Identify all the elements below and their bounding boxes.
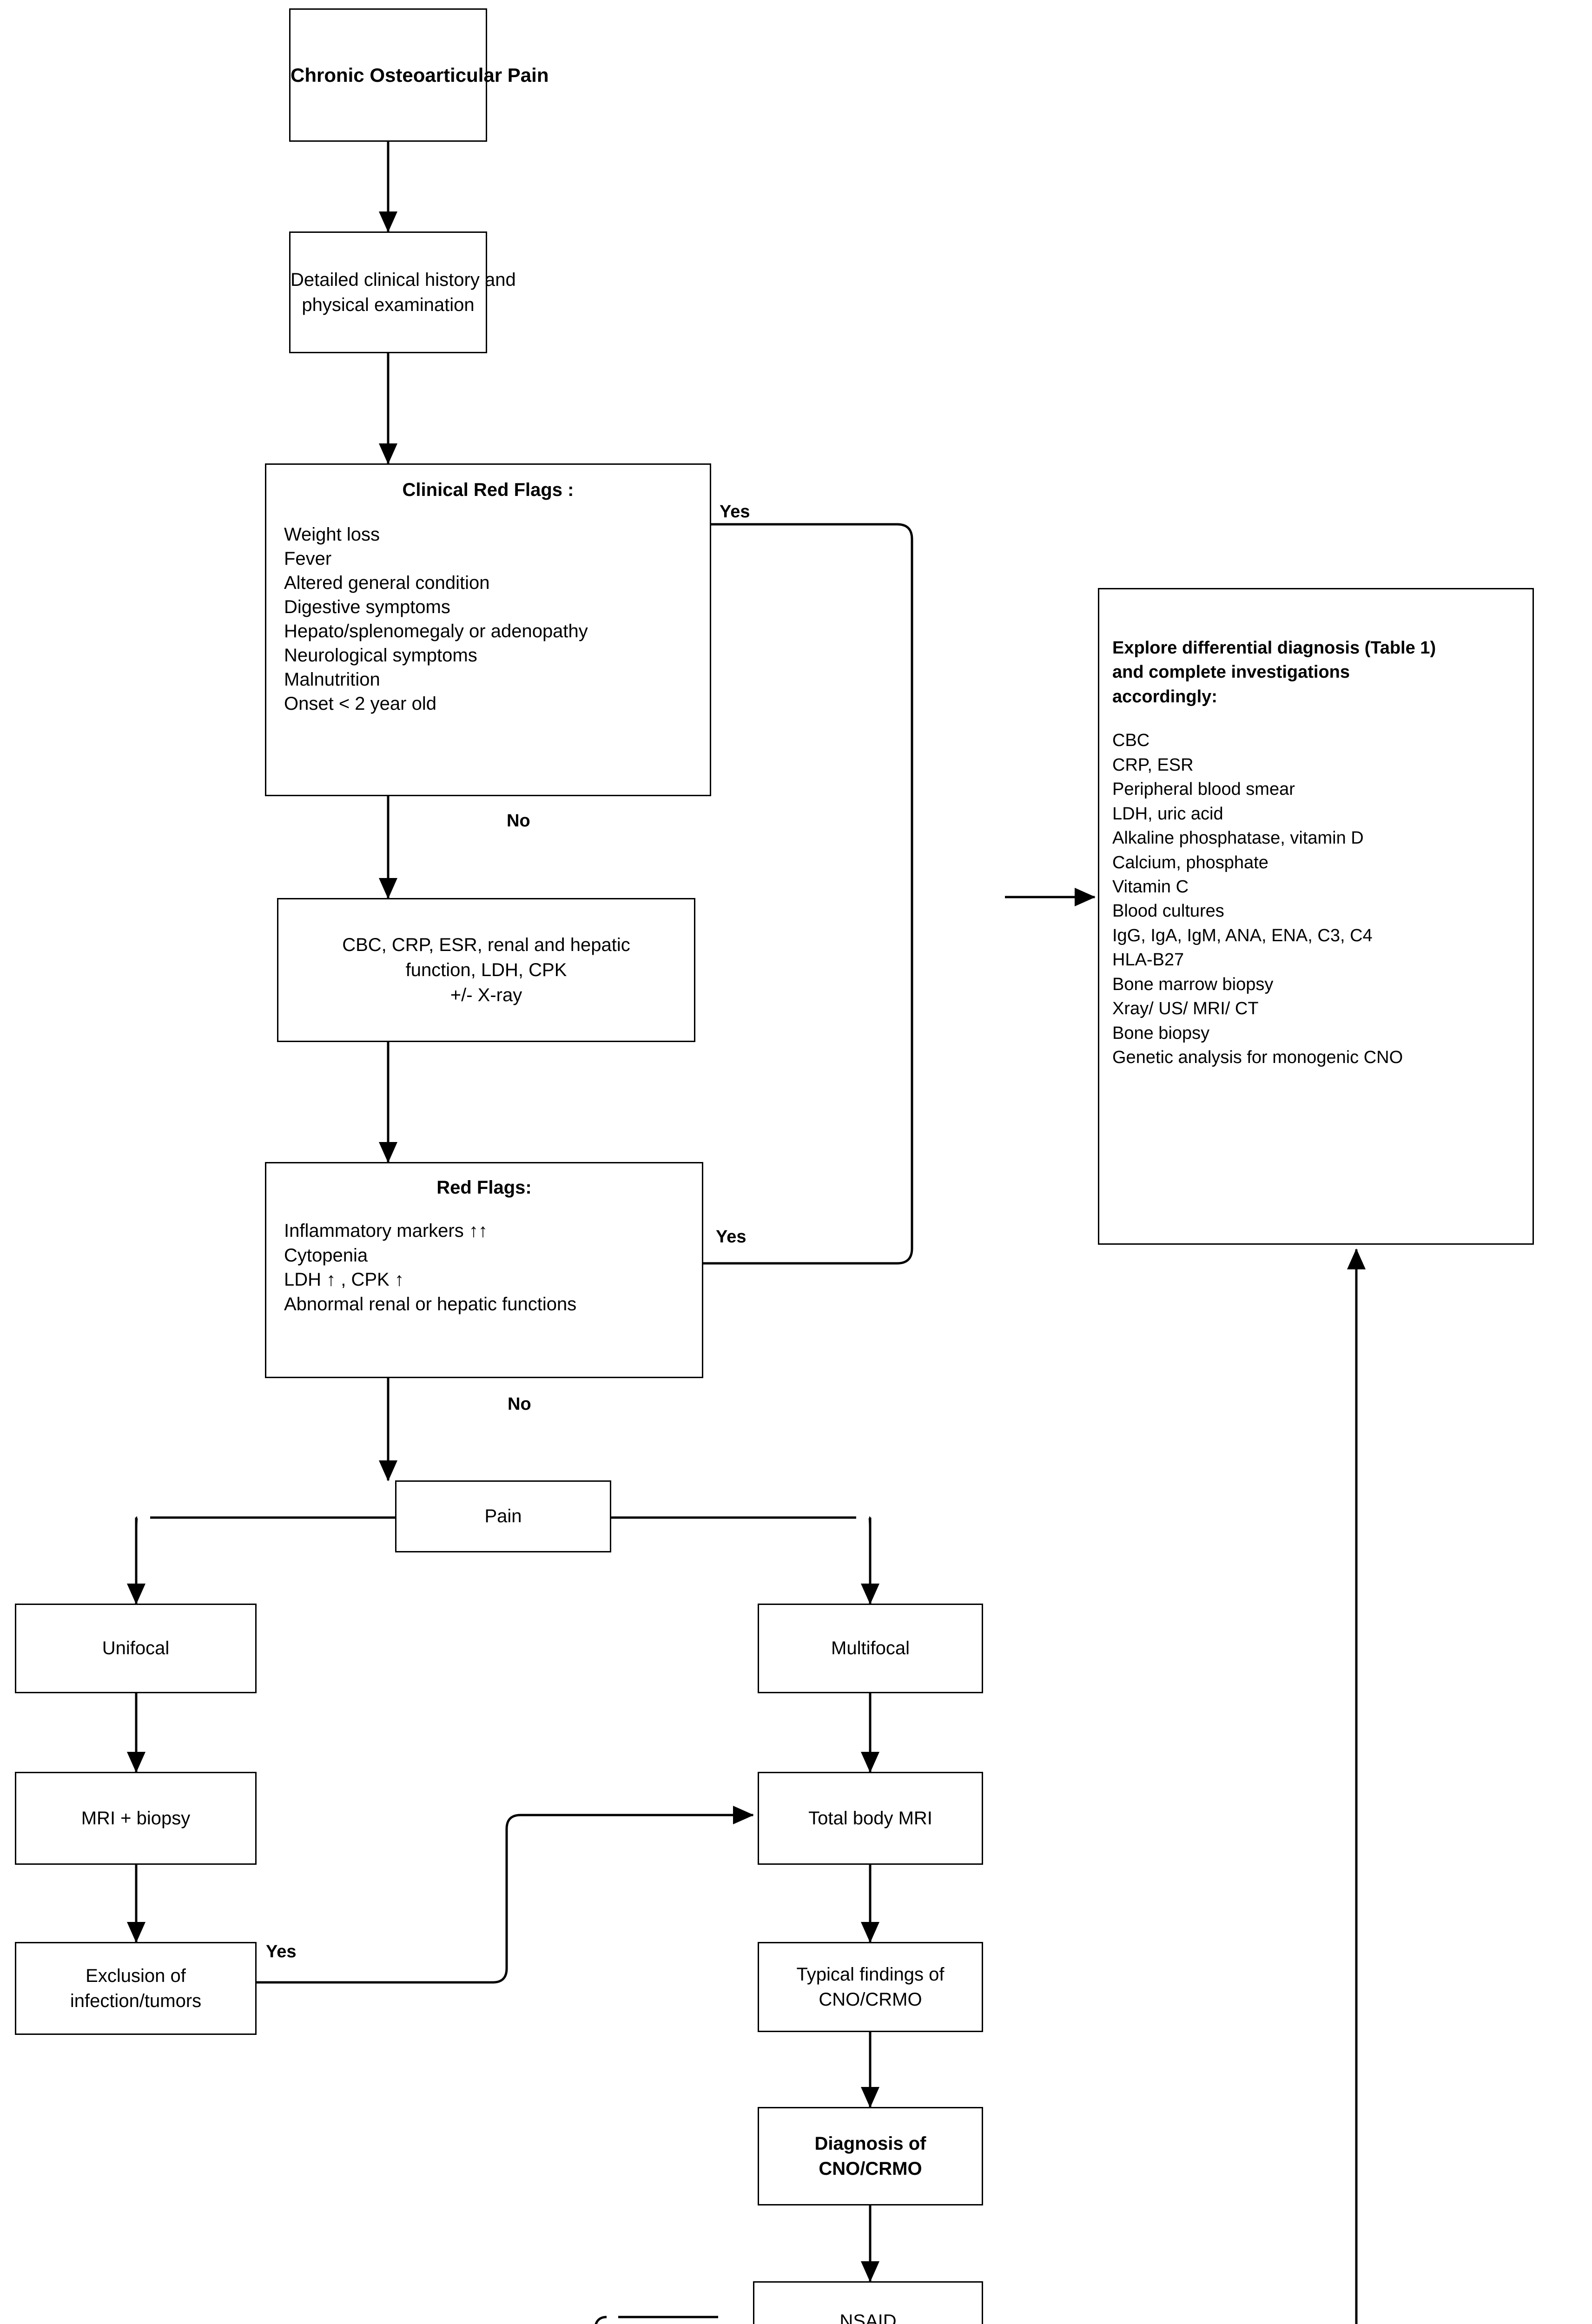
red-flags-item-3: Abnormal renal or hepatic functions bbox=[284, 1294, 577, 1315]
node-labs-line1: CBC, CRP, ESR, renal and hepatic bbox=[342, 935, 630, 955]
explore-item-12: Bone biopsy bbox=[1112, 1023, 1210, 1043]
node-labs-line2: function, LDH, CPK bbox=[405, 960, 567, 980]
red-flags-item-0: Inflammatory markers ↑↑ bbox=[284, 1220, 488, 1241]
node-red-flags[interactable]: Red Flags: Inflammatory markers ↑↑ Cytop… bbox=[265, 1162, 703, 1378]
clinical-red-flags-item-6: Malnutrition bbox=[284, 669, 380, 690]
explore-item-3: LDH, uric acid bbox=[1112, 804, 1223, 824]
red-flags-item-1: Cytopenia bbox=[284, 1245, 368, 1266]
edge-exclusion-yes-to-totalbodymri bbox=[505, 1806, 754, 1911]
edge-label-no-clinical: No bbox=[507, 811, 530, 831]
node-chronic-pain-title: Chronic Osteoarticular Pain bbox=[291, 64, 549, 86]
node-multifocal[interactable]: Multifocal bbox=[758, 1604, 983, 1693]
explore-item-8: IgG, IgA, IgM, ANA, ENA, C3, C4 bbox=[1112, 925, 1373, 945]
edge-nsaid-to-partialresponse bbox=[595, 2316, 607, 2324]
explore-item-11: Xray/ US/ MRI/ CT bbox=[1112, 999, 1259, 1019]
node-unifocal[interactable]: Unifocal bbox=[15, 1604, 257, 1693]
explore-item-6: Vitamin C bbox=[1112, 877, 1189, 897]
edge-label-yes-exclusion: Yes bbox=[266, 1942, 297, 1961]
explore-item-10: Bone marrow biopsy bbox=[1112, 974, 1274, 994]
node-total-body-mri-label: Total body MRI bbox=[808, 1808, 932, 1829]
edge-label-yes-clinical: Yes bbox=[720, 502, 750, 522]
clinical-red-flags-item-1: Fever bbox=[284, 548, 332, 569]
edge-label-no-redflags: No bbox=[508, 1394, 531, 1414]
node-nsaid-label: NSAID bbox=[839, 2311, 897, 2324]
node-multifocal-label: Multifocal bbox=[831, 1638, 910, 1658]
explore-item-2: Peripheral blood smear bbox=[1112, 779, 1295, 799]
node-exclusion-line2: infection/tumors bbox=[70, 1991, 202, 2011]
clinical-red-flags-item-2: Altered general condition bbox=[284, 573, 490, 593]
explore-item-1: CRP, ESR bbox=[1112, 755, 1194, 775]
node-history[interactable]: Detailed clinical history and physical e… bbox=[289, 231, 516, 353]
node-pain-label: Pain bbox=[484, 1506, 522, 1526]
clinical-red-flags-spacer bbox=[284, 502, 710, 522]
node-typical-findings[interactable]: Typical findings of CNO/CRMO bbox=[758, 1942, 983, 2032]
node-mri-biopsy-label: MRI + biopsy bbox=[81, 1808, 191, 1829]
clinical-red-flags-item-0: Weight loss bbox=[284, 524, 380, 545]
explore-item-13: Genetic analysis for monogenic CNO bbox=[1112, 1048, 1403, 1067]
edge-label-yes-redflags: Yes bbox=[716, 1227, 746, 1247]
node-chronic-pain[interactable]: Chronic Osteoarticular Pain bbox=[289, 8, 549, 142]
edge-clinicalredflags-yes bbox=[711, 523, 913, 897]
node-clinical-red-flags[interactable]: Clinical Red Flags : Weight loss Fever A… bbox=[265, 463, 711, 796]
node-labs-line3: +/- X-ray bbox=[450, 985, 522, 1005]
explore-spacer bbox=[1112, 709, 1533, 728]
explore-item-5: Calcium, phosphate bbox=[1112, 852, 1268, 872]
explore-title-line2: and complete investigations bbox=[1112, 662, 1350, 682]
node-total-body-mri[interactable]: Total body MRI bbox=[758, 1772, 983, 1865]
node-mri-biopsy[interactable]: MRI + biopsy bbox=[15, 1772, 257, 1865]
node-diagnosis[interactable]: Diagnosis of CNO/CRMO bbox=[758, 2107, 983, 2205]
node-history-line1: Detailed clinical history and bbox=[291, 270, 516, 290]
explore-item-9: HLA-B27 bbox=[1112, 950, 1184, 970]
clinical-red-flags-title: Clinical Red Flags : bbox=[402, 480, 574, 500]
node-exclusion[interactable]: Exclusion of infection/tumors bbox=[15, 1942, 257, 2035]
edge-pain-right-corner bbox=[868, 1516, 872, 1530]
explore-item-4: Alkaline phosphatase, vitamin D bbox=[1112, 828, 1364, 848]
red-flags-item-2: LDH ↑ , CPK ↑ bbox=[284, 1269, 404, 1290]
explore-title-line3: accordingly: bbox=[1112, 687, 1217, 706]
explore-item-7: Blood cultures bbox=[1112, 901, 1224, 921]
node-typical-findings-line2: CNO/CRMO bbox=[819, 1989, 922, 2010]
node-unifocal-label: Unifocal bbox=[102, 1638, 170, 1658]
clinical-red-flags-item-3: Digestive symptoms bbox=[284, 597, 450, 617]
red-flags-spacer bbox=[284, 1200, 702, 1219]
clinical-red-flags-item-5: Neurological symptoms bbox=[284, 645, 477, 666]
clinical-red-flags-item-4: Hepato/splenomegaly or adenopathy bbox=[284, 621, 588, 641]
node-history-line2: physical examination bbox=[302, 295, 475, 315]
node-typical-findings-line1: Typical findings of bbox=[796, 1964, 945, 1985]
node-pain[interactable]: Pain bbox=[395, 1480, 611, 1552]
explore-title-line1: Explore differential diagnosis (Table 1) bbox=[1112, 638, 1436, 658]
node-explore-differential[interactable]: Explore differential diagnosis (Table 1)… bbox=[1098, 588, 1534, 1245]
node-nsaid[interactable]: NSAID bbox=[753, 2281, 983, 2324]
red-flags-title: Red Flags: bbox=[436, 1177, 532, 1198]
edge-redflags-yes bbox=[703, 897, 913, 1265]
node-exclusion-line1: Exclusion of bbox=[86, 1966, 186, 1986]
node-labs[interactable]: CBC, CRP, ESR, renal and hepatic functio… bbox=[277, 898, 695, 1042]
explore-item-0: CBC bbox=[1112, 731, 1150, 751]
node-diagnosis-line2: CNO/CRMO bbox=[819, 2159, 922, 2179]
node-diagnosis-line1: Diagnosis of bbox=[814, 2133, 926, 2154]
edge-pain-left-corner bbox=[135, 1516, 139, 1530]
clinical-red-flags-item-7: Onset < 2 year old bbox=[284, 693, 436, 714]
